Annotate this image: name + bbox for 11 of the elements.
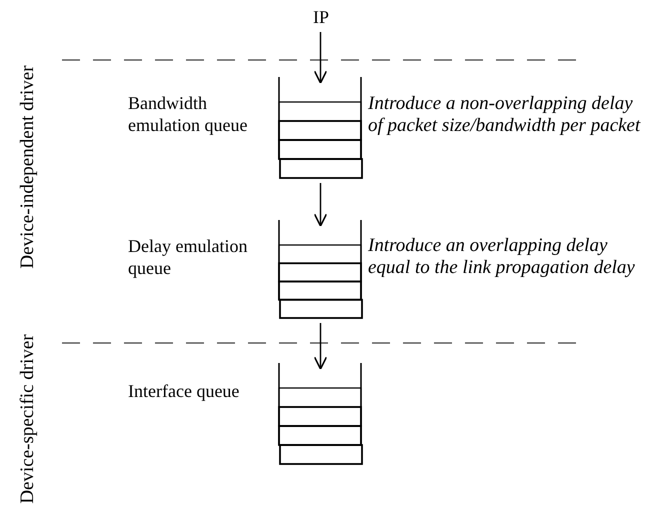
- description-text: Introduce a non-overlapping delay of packet size/bandwidth per packet: [368, 93, 642, 137]
- description-text: Introduce an overlapping delay equal to the link propagation delay: [368, 235, 636, 279]
- signal-label: IP: [312, 6, 330, 28]
- queue-label: Interface queue: [128, 380, 240, 402]
- arrow: [314, 323, 328, 370]
- arrow: [314, 32, 328, 84]
- section-label: Device-independent driver: [17, 64, 39, 271]
- queue-label: Bandwidth emulation queue: [128, 92, 248, 136]
- arrow: [314, 183, 328, 227]
- queue-label: Delay emulation queue: [128, 235, 248, 279]
- section-label: Device-specific driver: [17, 334, 39, 504]
